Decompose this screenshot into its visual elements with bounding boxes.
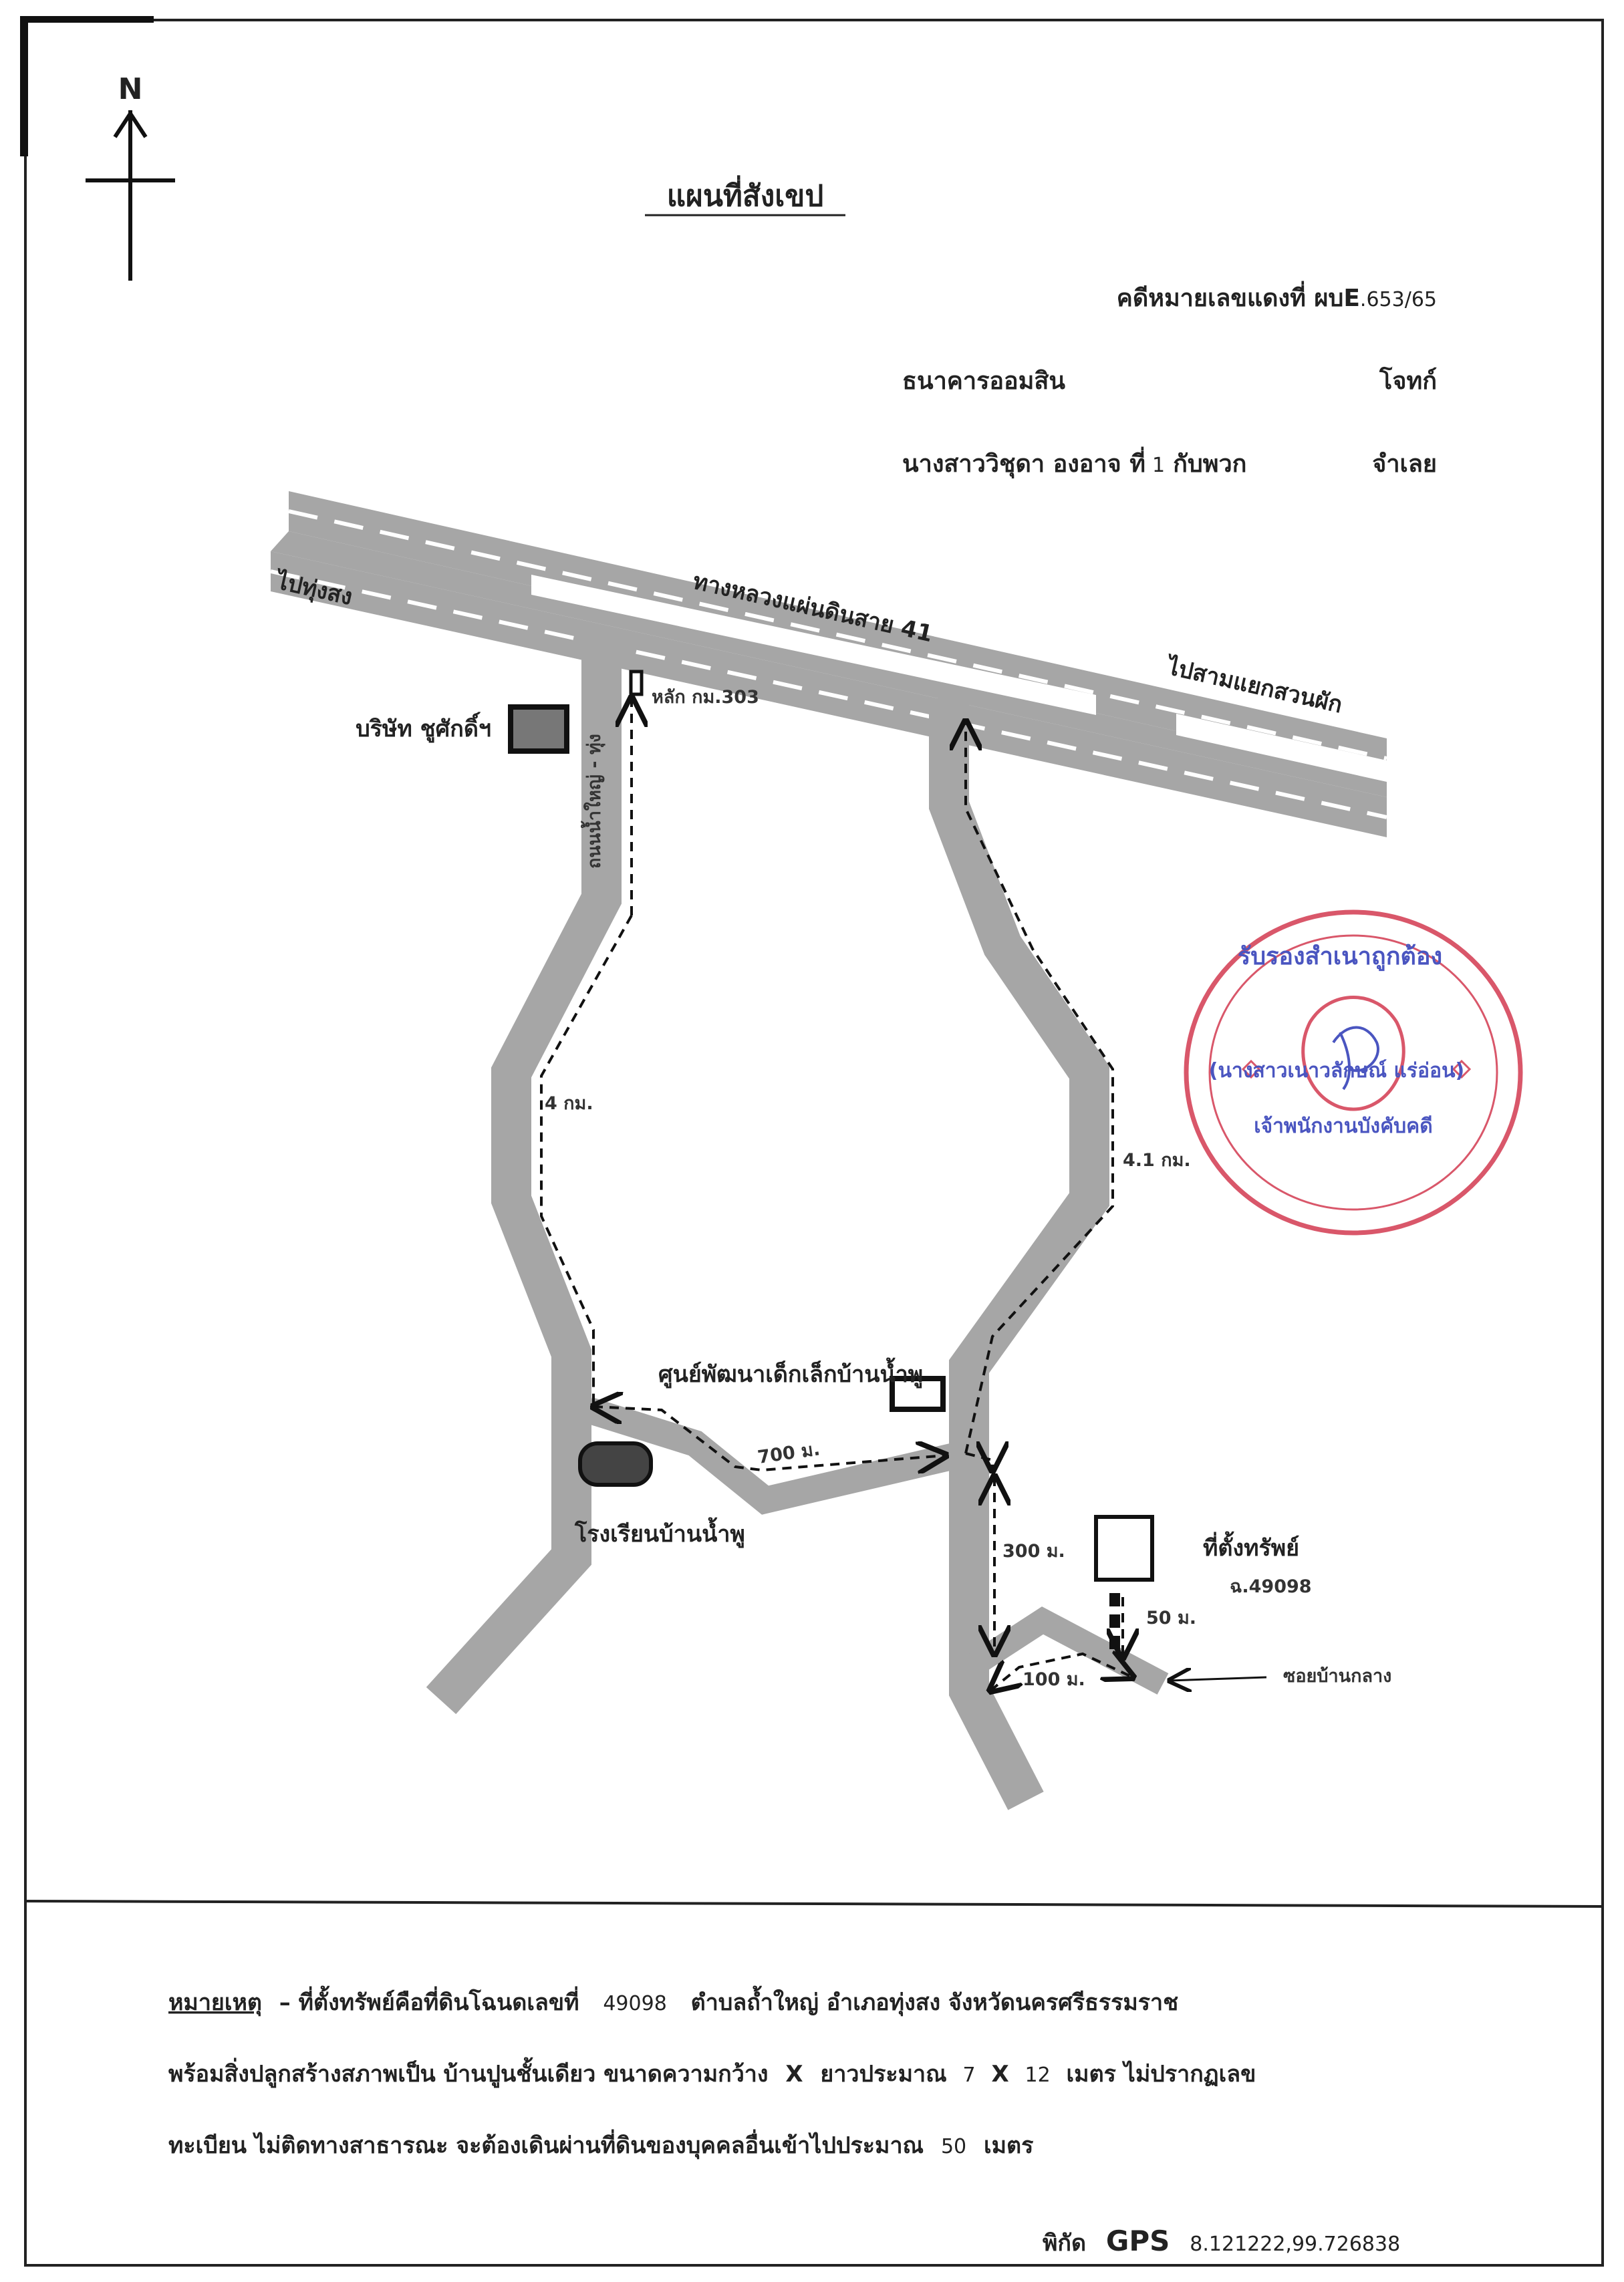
compass-north-label: N: [118, 72, 143, 106]
km-post-icon: [629, 670, 644, 696]
route-dashes: [540, 698, 1133, 1691]
stamp-line-2: (นางสาวเนาวลักษณ์ แร่อ่อน): [1209, 1059, 1464, 1083]
stamp-line-1: รับรองสำเนาถูกต้อง: [1238, 943, 1442, 972]
school-building-icon: [578, 1441, 653, 1487]
stamp-line-3: เจ้าพนักงานบังคับคดี: [1254, 1115, 1432, 1138]
walkway-marker-1: [1109, 1593, 1120, 1606]
property-deed-label: ฉ.49098: [1230, 1576, 1312, 1597]
distance-down: 300 ม.: [1002, 1541, 1065, 1562]
property-building-icon: [1094, 1515, 1154, 1582]
company-label: บริษัท ชูศักดิ์ฯ: [356, 712, 491, 743]
notes-separator: [25, 1900, 1603, 1908]
defendant-role: จำเลย: [1372, 450, 1437, 478]
km-post-label: หลัก กม.303: [652, 687, 759, 708]
compass-icon: N: [86, 72, 175, 281]
note-line-3: ทะเบียน ไม่ติดทางสาธารณะ จะต้องเดินผ่านท…: [168, 2129, 1034, 2160]
school-label: โรงเรียนบ้านน้ำพู: [574, 1517, 745, 1548]
childcare-label: ศูนย์พัฒนาเด็กเล็กบ้านน้ำพู: [658, 1357, 923, 1389]
distance-walk: 50 ม.: [1146, 1608, 1196, 1628]
plaintiff-role: โจทก์: [1379, 366, 1437, 395]
page-frame: [24, 19, 1604, 2267]
walkway-marker-3: [1109, 1636, 1120, 1649]
distance-left: 4 กม.: [545, 1093, 593, 1114]
walkway-marker-2: [1109, 1614, 1120, 1628]
soi-label: ซอยบ้านกลาง: [1283, 1666, 1391, 1687]
distance-right: 4.1 กม.: [1123, 1150, 1191, 1171]
plaintiff-name: ธนาคารออมสิน: [902, 368, 1065, 395]
company-building-icon: [508, 704, 569, 754]
corner-mark-side: [20, 16, 28, 156]
note-line-1: หมายเหตุ – ที่ตั้งทรัพย์คือที่ดินโฉนดเลข…: [168, 1985, 1178, 2017]
right-road: [929, 698, 1109, 1810]
distance-cross: 700 ม.: [757, 1439, 821, 1468]
highway-41: [270, 491, 1387, 837]
side-road-label: ถนนน้ำใหญ่ - ทุ่ง: [580, 734, 605, 869]
left-road: [426, 638, 622, 1715]
soi-pointer: [1170, 1677, 1267, 1681]
gps-coordinates: พิกัด GPS 8.121222,99.726838: [1043, 2225, 1400, 2257]
corner-mark: [20, 16, 154, 23]
childcare-building-icon: [890, 1376, 946, 1412]
case-number: คดีหมายเลขแดงที่ ผบE.653/65: [1117, 281, 1437, 312]
note-line-2: พร้อมสิ่งปลูกสร้างสภาพเป็น บ้านปูนชั้นเด…: [168, 2057, 1256, 2088]
page-title: แผนที่สังเขป: [667, 175, 824, 213]
property-label: ที่ตั้งทรัพย์: [1203, 1531, 1299, 1562]
distance-soi: 100 ม.: [1023, 1669, 1085, 1690]
official-stamp: รับรองสำเนาถูกต้อง (นางสาวเนาวลักษณ์ แร่…: [1184, 909, 1523, 1236]
